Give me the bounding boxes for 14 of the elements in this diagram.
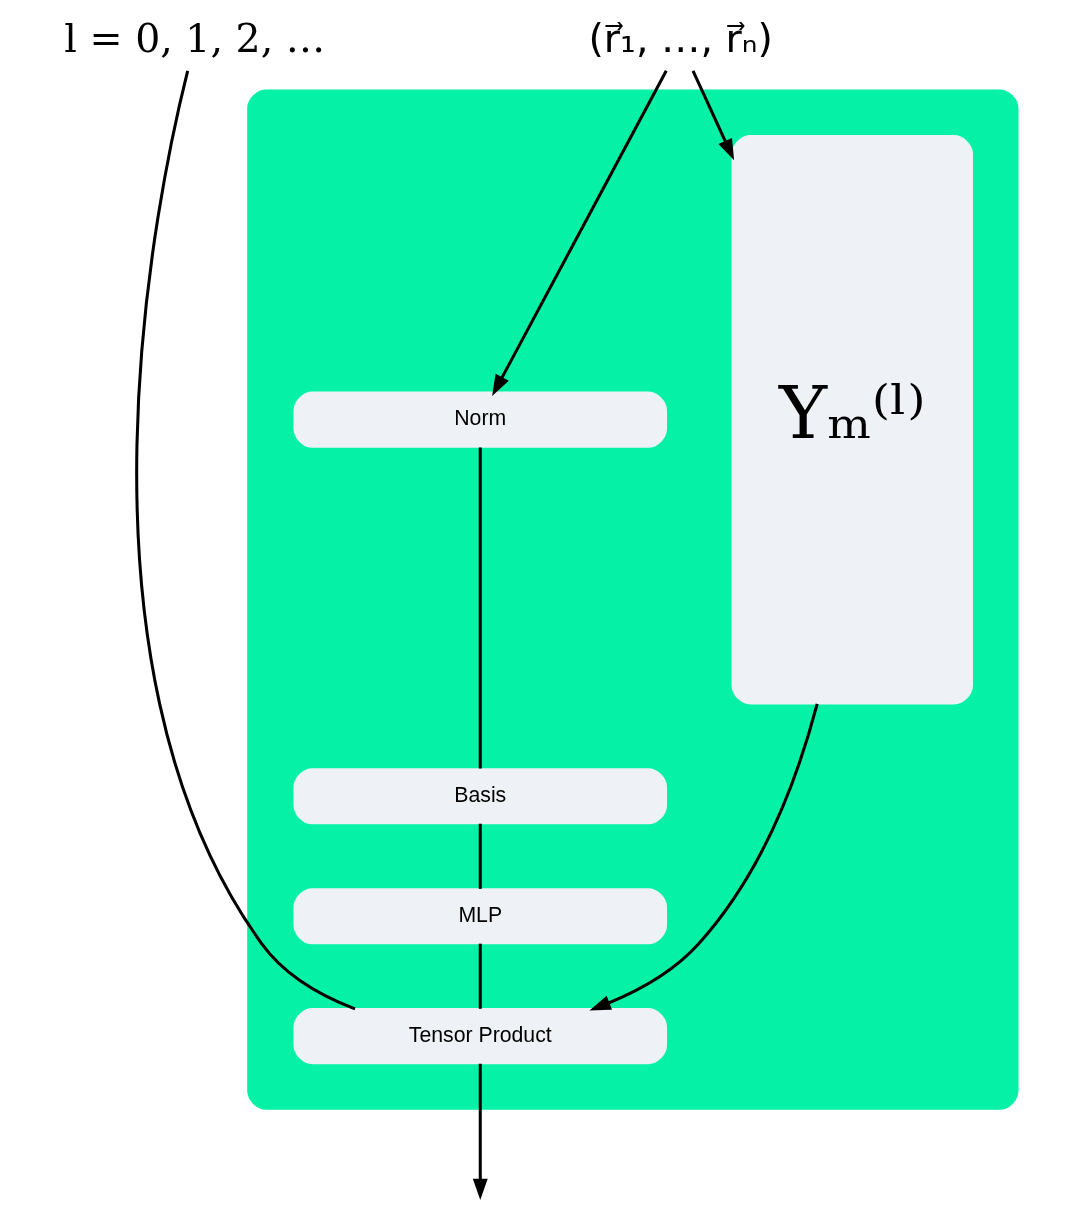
node-box: Norm — [293, 391, 668, 448]
connector — [478, 943, 482, 1009]
node-box: Basis — [293, 768, 668, 825]
node-box: Yₘ⁽ˡ⁾ — [731, 135, 973, 705]
arrow — [472, 1063, 488, 1200]
connector — [478, 447, 482, 769]
node-text: (r⃗₁, …, r⃗ₙ) — [588, 14, 773, 61]
arrow — [589, 703, 819, 1011]
node-box: MLP — [293, 888, 668, 945]
node-text: l = 0, 1, 2, … — [64, 14, 326, 61]
connector — [478, 823, 482, 889]
connector — [135, 70, 356, 1011]
cluster — [247, 89, 1019, 1110]
node-box: Tensor Product — [293, 1008, 668, 1065]
